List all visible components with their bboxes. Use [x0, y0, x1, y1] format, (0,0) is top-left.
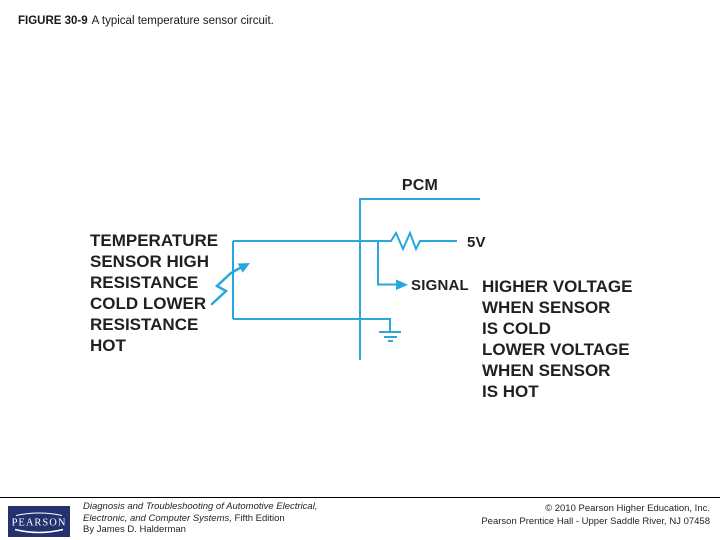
book-title-line2: Electronic, and Computer Systems, Fifth …: [83, 512, 285, 524]
footer-divider: [0, 497, 720, 498]
note-line: RESISTANCE: [90, 273, 199, 292]
note-line: IS HOT: [482, 382, 539, 401]
thermistor-arrow: [210, 266, 242, 306]
note-line: RESISTANCE: [90, 315, 199, 334]
pcm-boundary-line: [359, 198, 480, 360]
signal-branch-wire: [377, 241, 396, 286]
note-line: COLD LOWER: [90, 294, 207, 313]
ground-wire: [233, 318, 391, 331]
note-line: SENSOR HIGH: [90, 252, 210, 271]
book-title-line1: Diagnosis and Troubleshooting of Automot…: [83, 501, 318, 512]
note-line: HOT: [90, 336, 126, 355]
copyright-line1: © 2010 Pearson Higher Education, Inc.: [545, 503, 710, 514]
note-line: WHEN SENSOR: [482, 361, 611, 380]
pcm-label: PCM: [401, 177, 439, 194]
note-line: TEMPERATURE: [90, 231, 219, 250]
signal-label: SIGNAL: [411, 277, 469, 294]
pearson-logo: PEARSON: [8, 506, 70, 537]
note-line: LOWER VOLTAGE: [482, 340, 630, 359]
book-citation: Diagnosis and Troubleshooting of Automot…: [83, 501, 317, 536]
figure-caption-text: A typical temperature sensor circuit.: [91, 15, 274, 27]
note-line: IS COLD: [482, 319, 551, 338]
book-author: By James D. Halderman: [83, 524, 186, 535]
pearson-logo-bottom-swoosh: [14, 528, 64, 534]
pearson-logo-top-swoosh: [15, 512, 63, 516]
sensor-resistance-note: TEMPERATURE SENSOR HIGH RESISTANCE COLD …: [90, 230, 218, 356]
thermistor-arrowhead: [237, 263, 250, 273]
supply-voltage-label: 5V: [467, 234, 486, 251]
note-line: WHEN SENSOR: [482, 298, 611, 317]
signal-voltage-note: HIGHER VOLTAGE WHEN SENSOR IS COLD LOWER…: [482, 276, 633, 402]
copyright-notice: © 2010 Pearson Higher Education, Inc. Pe…: [481, 503, 710, 528]
pearson-logo-text: PEARSON: [12, 518, 67, 529]
copyright-line2: Pearson Prentice Hall - Upper Saddle Riv…: [481, 515, 710, 527]
ground-symbol: [379, 331, 401, 342]
signal-arrowhead: [396, 279, 408, 290]
note-line: HIGHER VOLTAGE: [482, 277, 633, 296]
figure-number: FIGURE 30-9: [18, 15, 88, 27]
pullup-resistor-wire: [233, 230, 457, 252]
